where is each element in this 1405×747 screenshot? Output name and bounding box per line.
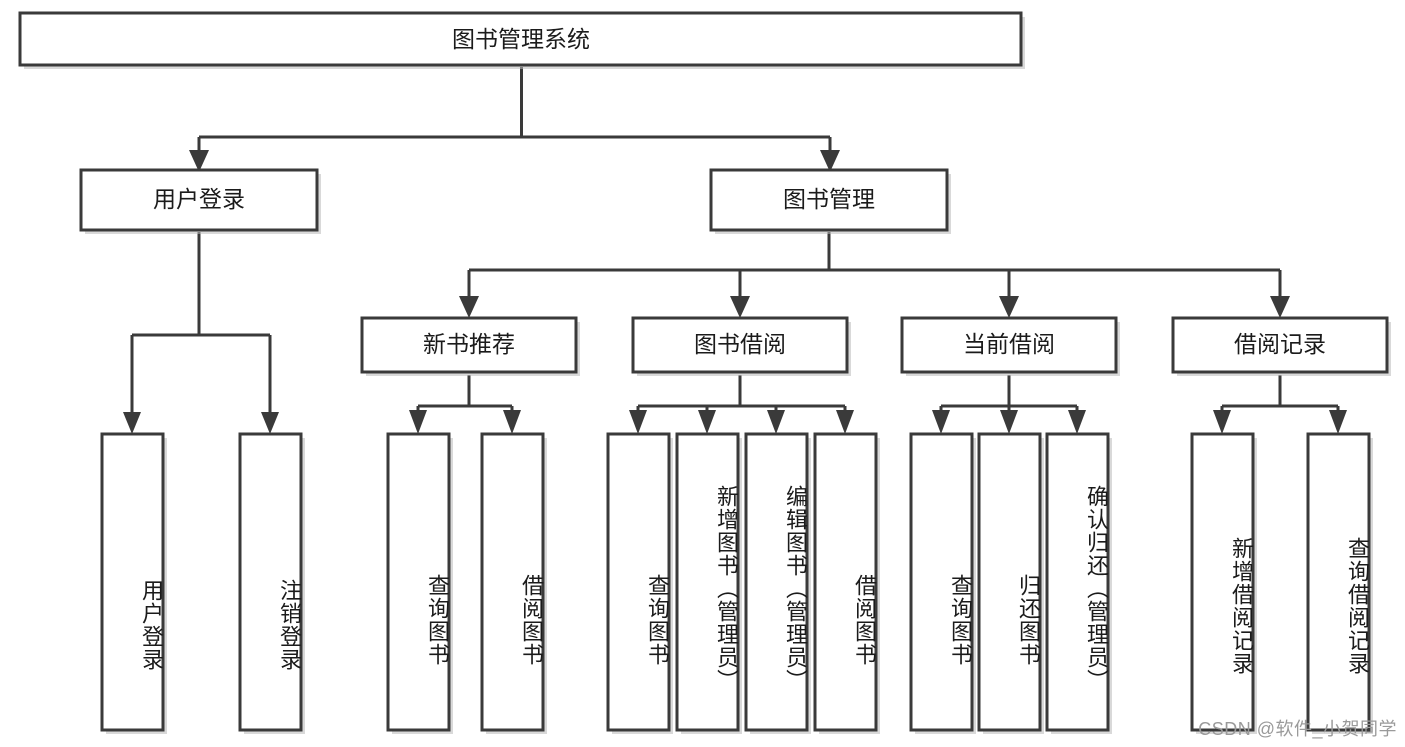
arrowhead-new-book-recommend	[459, 296, 479, 318]
node-new-book-recommend[interactable]: 新书推荐	[360, 316, 580, 376]
node-borrow-record-box	[1171, 316, 1389, 374]
node-user-login-box	[79, 168, 319, 232]
arrowhead-leaf-query-book-3	[932, 410, 950, 434]
arrowhead-book-borrow	[730, 296, 750, 318]
arrowhead-leaf-user-login	[123, 412, 141, 434]
node-new-book-recommend-label: 新书推荐	[423, 331, 515, 357]
leaf-return-book-box[interactable]	[977, 432, 1042, 732]
arrowhead-current-borrow	[999, 296, 1019, 318]
node-user-login-label: 用户登录	[153, 186, 245, 212]
leaf-query-book-1-box[interactable]	[386, 432, 451, 732]
node-root-label: 图书管理系统	[452, 26, 590, 52]
arrowhead-leaf-add-record	[1213, 410, 1231, 434]
node-current-borrow[interactable]: 当前借阅	[900, 316, 1120, 376]
node-book-manage[interactable]: 图书管理	[709, 168, 951, 234]
node-book-borrow-label: 图书借阅	[694, 331, 786, 357]
node-book-borrow[interactable]: 图书借阅	[631, 316, 851, 376]
leaf-user-login-box[interactable]	[100, 432, 165, 732]
leaf-edit-book-box[interactable]	[744, 432, 809, 732]
arrowhead-leaf-borrow-book-1	[503, 410, 521, 434]
leaf-borrow-book-1-box[interactable]	[480, 432, 545, 732]
node-book-manage-label: 图书管理	[783, 186, 875, 212]
leaf-add-book-box[interactable]	[675, 432, 740, 732]
node-borrow-record[interactable]: 借阅记录	[1171, 316, 1391, 376]
node-root[interactable]: 图书管理系统	[18, 11, 1025, 69]
leaf-logout-box[interactable]	[238, 432, 303, 732]
arrowhead-leaf-return-book	[1000, 410, 1018, 434]
connector-layer	[123, 67, 1347, 434]
node-new-book-recommend-box	[360, 316, 578, 374]
arrowhead-user-login	[189, 150, 209, 172]
arrowhead-borrow-record	[1270, 296, 1290, 318]
arrowhead-leaf-query-record	[1329, 410, 1347, 434]
node-book-borrow-box	[631, 316, 849, 374]
node-current-borrow-box	[900, 316, 1118, 374]
arrowhead-leaf-query-book-1	[409, 410, 427, 434]
arrowhead-leaf-edit-book	[767, 410, 785, 434]
leaf-query-record-box[interactable]	[1306, 432, 1371, 732]
node-current-borrow-label: 当前借阅	[963, 331, 1055, 357]
leaf-boxes-layer	[100, 432, 1373, 734]
leaf-borrow-book-2-box[interactable]	[813, 432, 878, 732]
arrowhead-leaf-logout	[261, 412, 279, 434]
node-user-login[interactable]: 用户登录	[79, 168, 321, 234]
arrowhead-leaf-add-book	[698, 410, 716, 434]
node-borrow-record-label: 借阅记录	[1234, 331, 1326, 357]
node-root-box	[18, 11, 1023, 67]
arrowhead-leaf-confirm-return	[1068, 410, 1086, 434]
node-book-manage-box	[709, 168, 949, 232]
leaf-query-book-3-box[interactable]	[909, 432, 974, 732]
csdn-watermark: CSDN @软件_小贺同学	[1198, 719, 1397, 739]
arrowhead-book-manage	[820, 150, 840, 172]
leaf-confirm-return-box[interactable]	[1045, 432, 1110, 732]
leaf-add-record-box[interactable]	[1190, 432, 1255, 732]
arrowhead-leaf-query-book-2	[629, 410, 647, 434]
leaf-query-book-2-box[interactable]	[606, 432, 671, 732]
arrowhead-leaf-borrow-book-2	[836, 410, 854, 434]
